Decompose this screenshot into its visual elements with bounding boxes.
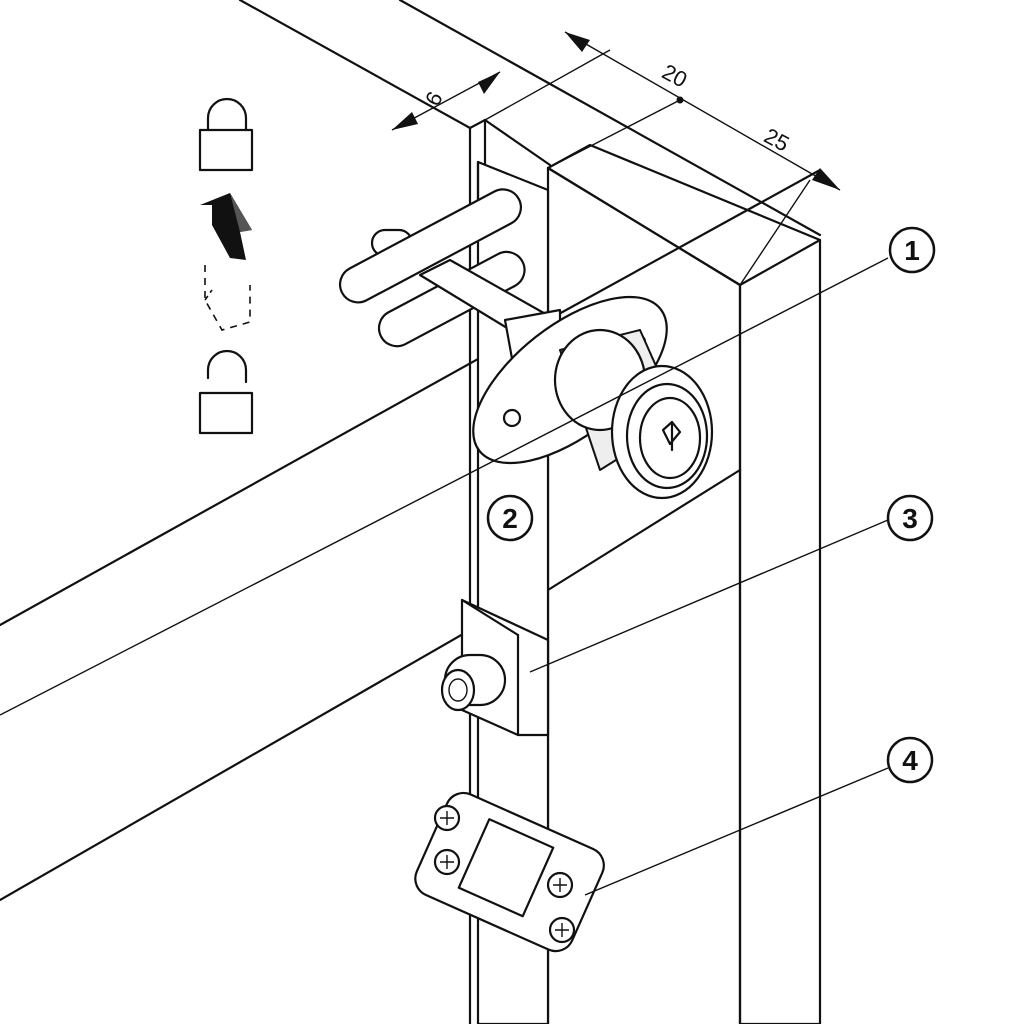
screw-heads	[433, 804, 576, 944]
svg-text:4: 4	[902, 745, 918, 776]
strike-plate	[414, 791, 605, 953]
callout-3: 3	[886, 494, 934, 542]
callout-4: 4	[886, 736, 934, 784]
dimension-label-25: 25	[760, 123, 793, 157]
svg-text:1: 1	[904, 235, 920, 266]
padlock-open-icon	[198, 349, 254, 435]
dimension-label-20: 20	[658, 59, 691, 93]
leader-lines	[0, 257, 889, 896]
padlock-closed-icon	[198, 97, 254, 172]
callout-1: 1	[888, 226, 936, 274]
up-arrow-icon	[200, 193, 252, 260]
cabinet-structure	[0, 0, 822, 1024]
svg-text:3: 3	[902, 503, 918, 534]
dashed-arrow-outline-icon	[204, 265, 251, 331]
svg-text:2: 2	[502, 503, 518, 534]
dimension-label-6: 6	[420, 87, 448, 110]
callout-2: 2	[486, 494, 534, 542]
lock-bolt-rods	[338, 188, 567, 377]
strike-pin-block	[440, 598, 550, 737]
cylinder-lock	[472, 295, 714, 500]
